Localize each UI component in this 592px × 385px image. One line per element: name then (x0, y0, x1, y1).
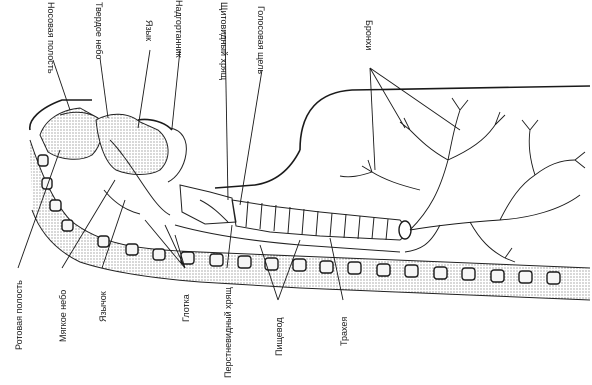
label-nasal-cavity: Носовая полость (46, 2, 56, 74)
label-esophagus: Пищевод (274, 317, 284, 356)
label-cricoid-cartilage: Перстневидный хрящ (223, 287, 233, 378)
label-epiglottis: Надгортанник (174, 0, 184, 58)
label-trachea: Трахея (339, 317, 349, 346)
label-glottis: Голосовая щель (256, 6, 266, 74)
label-thyroid-cartilage: Щитовидный хрящ (219, 2, 229, 81)
label-hard-palate: Твердое небо (94, 2, 104, 59)
label-uvula: Язычок (98, 291, 108, 322)
labels-bottom: Ротовая полость Мягкое небо Язычок Глотк… (14, 280, 349, 378)
label-oral-cavity: Ротовая полость (14, 280, 24, 350)
label-bronchi: Бронхи (364, 20, 374, 50)
label-soft-palate: Мягкое небо (58, 290, 68, 342)
bronchial-tree (340, 98, 585, 262)
labels-top: Носовая полость Твердое небо Язык Надгор… (46, 0, 374, 81)
trachea-tube (232, 200, 411, 240)
label-pharynx: Глотка (181, 294, 191, 322)
label-tongue: Язык (144, 20, 154, 41)
